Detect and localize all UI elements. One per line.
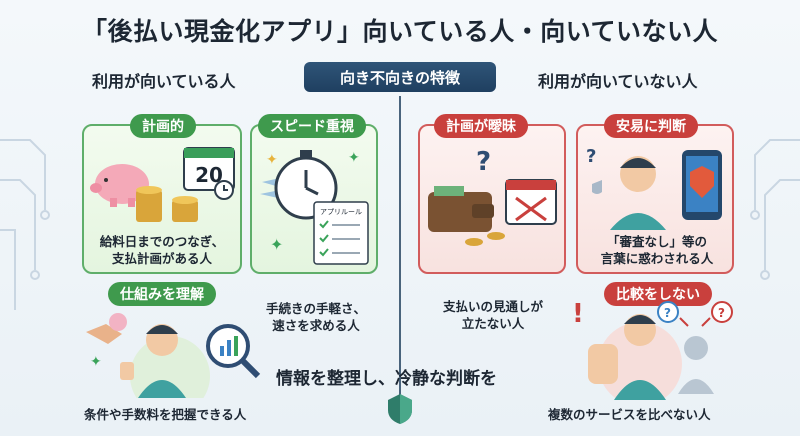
svg-text:✦: ✦ [348,150,360,166]
left-header: 利用が向いている人 [92,72,236,91]
svg-text:アプリルール: アプリルール [320,208,362,216]
badge-easy-judgment: 安易に判断 [604,114,698,138]
coins-icon [465,232,505,246]
person-icon [610,156,666,230]
center-label: 向き不向きの特徴 [304,62,496,92]
badge-vague-plan: 計画が曖昧 [434,114,528,138]
badge-no-comparison: 比較をしない [604,282,712,306]
worried-person-illustration: ? [586,146,722,230]
svg-text:✦: ✦ [266,152,278,168]
person-icon [614,314,666,400]
clock-icon [214,180,234,200]
badge-understand: 仕組みを理解 [108,282,216,306]
stopwatch-icon: ✦ ✦ アプリルール ✦ [260,150,369,265]
svg-text:✦: ✦ [90,354,102,370]
caption-easy-judgment: 「審査なし」等の言葉に惑わされる人 [600,234,714,266]
smartphone-warning-icon [682,150,722,220]
shield-icon [592,180,602,194]
thumbs-up-icon [120,362,134,380]
badge-planned: 計画的 [130,114,196,138]
person-understand-illustration: ✦ [86,313,261,398]
svg-text:?: ? [664,306,671,320]
wallet-icon [428,186,494,232]
question-mark-icon: ? [586,146,596,167]
shield-check-icon [388,394,412,424]
svg-text:?: ? [718,306,725,320]
checklist-document-icon: アプリルール [313,201,369,265]
svg-text:✦: ✦ [270,235,283,254]
page-title: 「後払い現金化アプリ」向いている人・向いていない人 [81,17,718,46]
caption-planned: 給料日までのつなぎ、支払計画がある人 [99,234,225,266]
bottom-message: 情報を整理し、冷静な判断を [276,369,497,389]
center-divider [399,96,401,396]
circuit-decoration-right [750,139,800,280]
crossed-calendar-icon [505,179,557,225]
stop-hand-icon [588,344,618,384]
coin-stack-icon [136,186,198,222]
badge-speed: スピード重視 [258,114,366,138]
circuit-decoration-left [0,139,50,310]
exclamation-icon: ! [572,299,584,329]
caption-no-comparison: 複数のサービスを比べない人 [548,407,711,422]
person-icon [138,324,186,398]
right-header: 利用が向いていない人 [538,72,698,91]
other-person-icon [678,336,714,394]
caption-understand: 条件や手数料を把握できる人 [84,407,247,422]
question-bubbles-icon: ? ? [657,301,733,327]
piggy-bank-icon: 20 [90,147,235,222]
handshake-icon [86,313,127,344]
stop-hand-illustration: ! ? ? [572,299,733,400]
empty-wallet-illustration: ? [428,147,557,246]
caption-vague-plan: 支払いの見通しが立たない人 [442,299,543,331]
caption-speed: 手続きの手軽さ、速さを求める人 [265,301,366,333]
question-mark-icon: ? [476,147,491,177]
magnifier-chart-icon [206,324,261,379]
